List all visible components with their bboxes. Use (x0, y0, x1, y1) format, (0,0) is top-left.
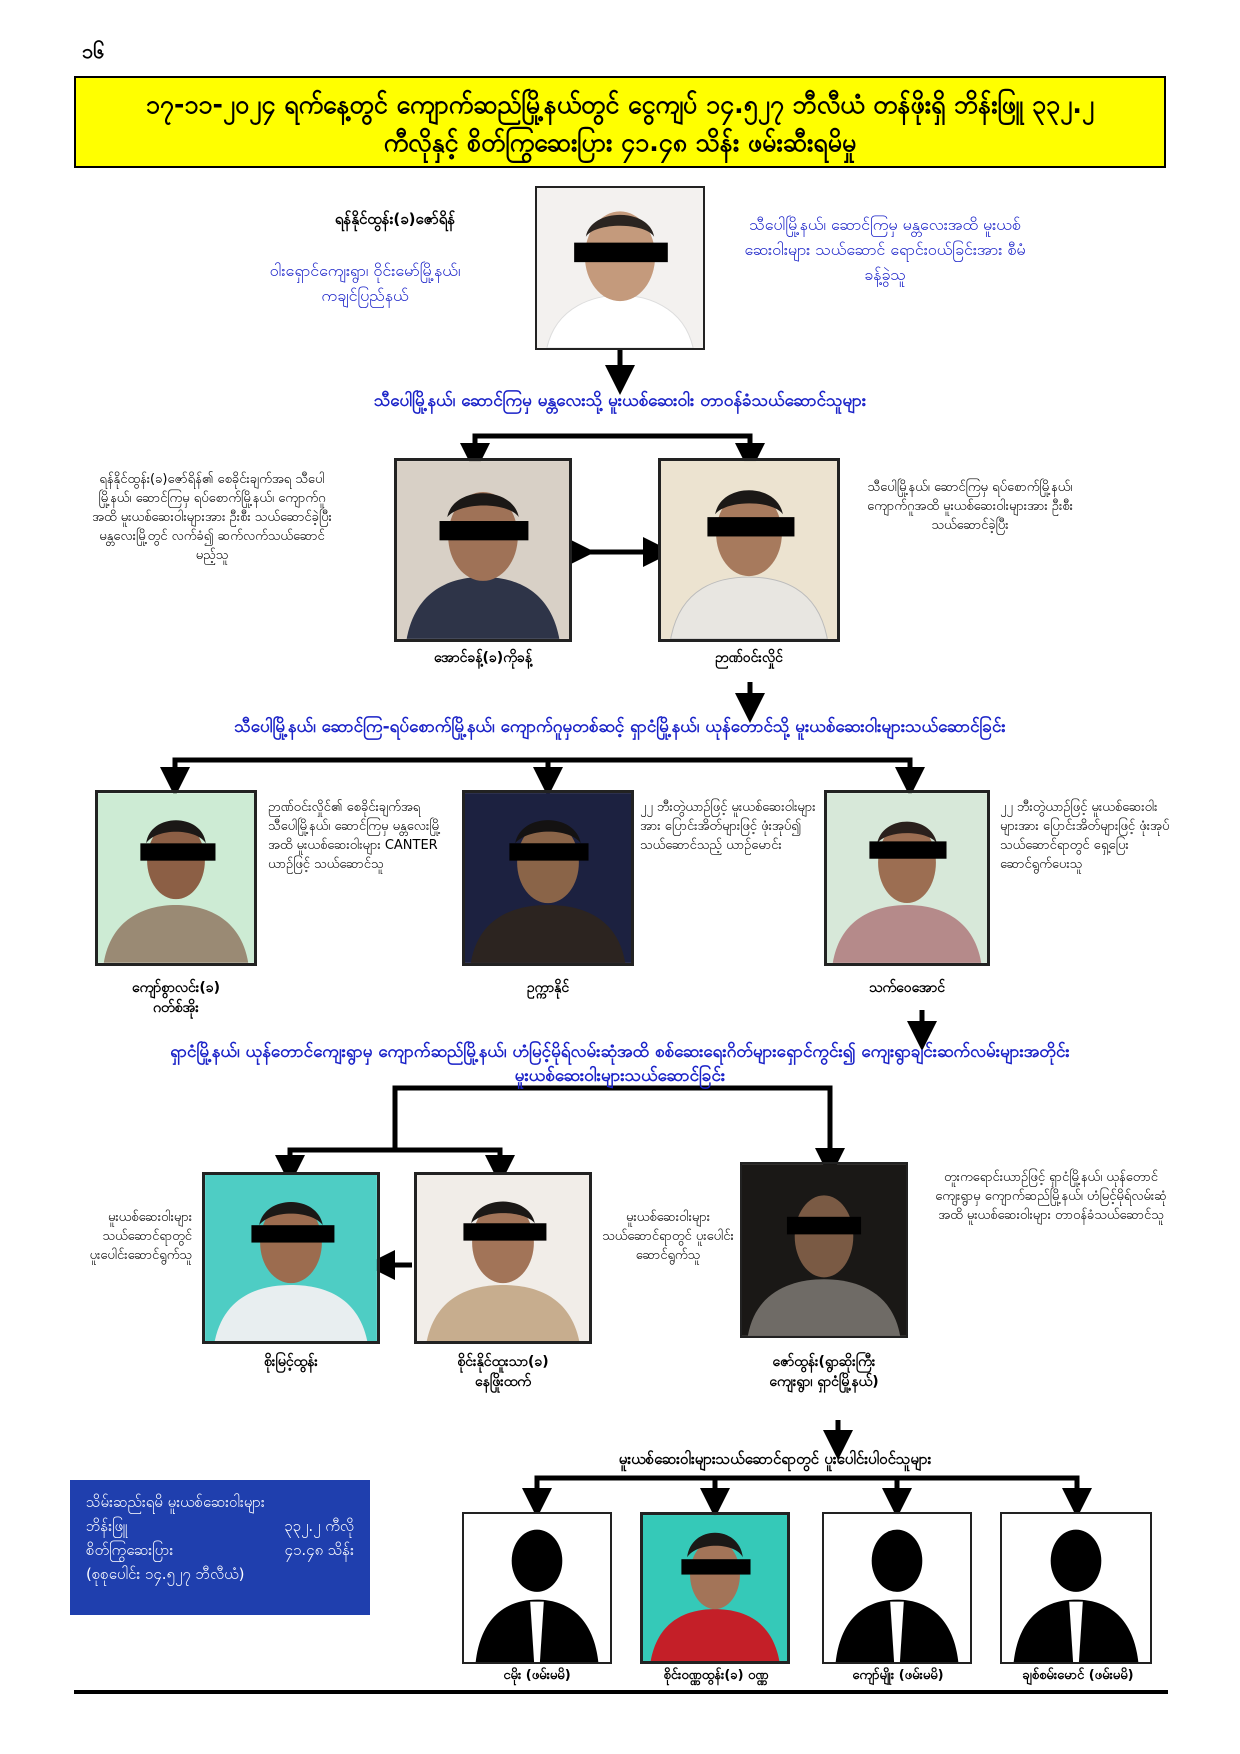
title-line-1: ၁၇-၁၁-၂၀၂၄ ရက်နေ့တွင် ကျောက်ဆည်မြို့နယ်တ… (145, 90, 1095, 119)
tier4-name-2: စိုင်းဝဏ္ဏထွန်း(ခ) ဝဏ္ဏ (663, 1668, 769, 1683)
summary-row2-value: ၄၁.၄၈ သိန်း (284, 1541, 355, 1559)
tier3-note-1: မူးယစ်ဆေးဝါးများ သယ်ဆောင်ရာတွင် ပူးပေါင်… (89, 1210, 192, 1263)
tier3-photo-1 (202, 1172, 380, 1344)
summary-row-heroin: ဘိန်းဖြူ ၃၃၂.၂ ကီလို (86, 1514, 354, 1538)
tier4-photo-2 (640, 1512, 790, 1664)
tier3-name-3-line-2: ကျေးရွာ၊ ရှာငံမြို့နယ်) (769, 1374, 879, 1390)
section-heading-1: သီပေါမြို့နယ်၊ ဆောင်ကြမှ မန္တလေးသို့ မူး… (373, 391, 867, 411)
tier3-photo-3 (740, 1162, 908, 1338)
main-suspect-name: ရန်နိုင်ထွန်း(ခ)ဇော်ရိန် (334, 210, 456, 228)
main-suspect-role: သီပေါမြို့နယ်၊ ဆောင်ကြမှ မန္တလေးအထိ မူးယ… (744, 215, 1026, 284)
summary-row1-value: ၃၃၂.၂ ကီလို (284, 1517, 354, 1535)
tier4-photo-3 (822, 1512, 972, 1664)
tier2-name-1: ကျော်စွာလင်း(ခ) ဂတ်စ်အိုး (95, 978, 257, 1018)
section-heading-3-line-2: မူးယစ်ဆေးဝါးများသယ်ဆောင်ခြင်း (514, 1066, 726, 1086)
section-heading-3-line-1: ရှာငံမြို့နယ်၊ ယုန်တောင်ကျေးရွာမှ ကျောက်… (170, 1042, 1070, 1062)
summary-heading: သိမ်းဆည်းရမိ မူးယစ်ဆေးဝါးများ (86, 1493, 265, 1511)
silhouette-icon (824, 1514, 970, 1662)
tier4-name-3: ကျော်မျိုး (ဖမ်းမမိ) (852, 1668, 944, 1683)
tier1-photo-right (658, 458, 840, 642)
tier4-name-1: ငမိုး (ဖမ်းမမိ) (503, 1668, 571, 1683)
tier2-photo-3 (824, 790, 990, 966)
person-photo-icon (417, 1175, 589, 1341)
silhouette-icon (464, 1514, 610, 1662)
tier2-note-3: ၂၂ ဘီးတွဲယာဉ်ဖြင့် မူးယစ်ဆေးဝါးများအား ပ… (1000, 800, 1170, 872)
tier3-note-3: တူးကရောင်းယာဉ်ဖြင့် ရှာငံမြို့နယ်၊ ယုန်တ… (935, 1170, 1167, 1223)
person-photo-icon (205, 1175, 377, 1341)
bottom-rule (74, 1690, 1168, 1694)
page-number: ၁၆ (82, 39, 105, 63)
tier2-name-3: သက်ဝေအောင် (868, 980, 946, 996)
silhouette-icon (1002, 1514, 1150, 1662)
tier3-name-2: စိုင်းနိုင်ထူးသာ(ခ) နေဖြိုးထက် (414, 1352, 592, 1392)
tier4-photo-4 (1000, 1512, 1152, 1664)
tier4-photo-1 (462, 1512, 612, 1664)
tier4-name-4: ချစ်စမ်းမောင် (ဖမ်းမမိ) (1022, 1668, 1134, 1683)
tier3-note-2: မူးယစ်ဆေးဝါးများ သယ်ဆောင်ရာတွင် ပူးပေါင်… (602, 1210, 734, 1263)
person-photo-icon (537, 188, 703, 348)
title-line-2: ကီလိုနှင့် စိတ်ကြွဆေးပြား ၄၁.၄၈ သိန်း ဖမ… (383, 128, 857, 157)
tier2-name-1-line-1: ကျော်စွာလင်း(ခ) (131, 980, 221, 996)
person-photo-icon (661, 461, 837, 639)
tier3-name-3-line-1: ဇော်ထွန်း(ရွာဆိုးကြီး (772, 1354, 876, 1370)
tier2-photo-1 (95, 790, 257, 966)
section-heading-2: သီပေါမြို့နယ်၊ ဆောင်ကြ-ရပ်စောက်မြို့နယ်၊… (234, 717, 1006, 737)
person-photo-icon (465, 793, 631, 963)
main-suspect-address: ဝါးရှောင်ကျေးရွာ၊ ဝိုင်းမော်မြို့နယ်၊ ကခ… (269, 261, 461, 305)
tier1-note-right: သီပေါမြို့နယ်၊ ဆောင်ကြမှ ရပ်စောက်မြို့နယ… (867, 480, 1073, 533)
tier3-name-2-line-1: စိုင်းနိုင်ထူးသာ(ခ) (457, 1354, 549, 1370)
section-heading-3: ရှာငံမြို့နယ်၊ ယုန်တောင်ကျေးရွာမှ ကျောက်… (74, 1040, 1166, 1088)
tier1-photo-left (394, 458, 572, 642)
tier2-name-2: ဥက္ကာနိုင် (526, 980, 570, 996)
person-photo-icon (742, 1164, 906, 1336)
tier1-name-right: ဉာဏ်ဝင်းလှိုင် (715, 650, 783, 666)
main-suspect-photo (535, 186, 705, 350)
person-photo-icon (397, 461, 569, 639)
person-photo-icon (643, 1515, 787, 1661)
seizure-summary-box: သိမ်းဆည်းရမိ မူးယစ်ဆေးဝါးများ ဘိန်းဖြူ ၃… (70, 1480, 370, 1615)
section-heading-4: မူးယစ်ဆေးဝါးများသယ်ဆောင်ရာတွင် ပူးပေါင်း… (618, 1450, 932, 1468)
tier3-name-2-line-2: နေဖြိုးထက် (475, 1374, 531, 1390)
person-photo-icon (98, 793, 254, 963)
tier3-photo-2 (414, 1172, 592, 1344)
tier3-name-3: ဇော်ထွန်း(ရွာဆိုးကြီး ကျေးရွာ၊ ရှာငံမြို… (724, 1352, 924, 1392)
person-photo-icon (827, 793, 987, 963)
summary-footer: (စုစုပေါင်း ၁၄.၅၂၇ ဘီလီယံ) (86, 1565, 245, 1583)
tier2-photo-2 (462, 790, 634, 966)
tier2-name-1-line-2: ဂတ်စ်အိုး (153, 1000, 199, 1016)
tier3-name-1: စိုးမြင့်ထွန်း (264, 1354, 318, 1370)
summary-row1-label: ဘိန်းဖြူ (86, 1517, 128, 1535)
tier1-name-left: အောင်ခန့်(ခ)ကိုခန့် (433, 650, 533, 666)
page-title: ၁၇-၁၁-၂၀၂၄ ရက်နေ့တွင် ကျောက်ဆည်မြို့နယ်တ… (74, 76, 1166, 168)
tier2-note-1: ဉာဏ်ဝင်းလှိုင်၏ စေခိုင်းချက်အရ သီပေါမြို… (268, 800, 441, 872)
summary-row2-label: စိတ်ကြွဆေးပြား (86, 1541, 174, 1559)
summary-row-stimulants: စိတ်ကြွဆေးပြား ၄၁.၄၈ သိန်း (86, 1538, 354, 1562)
tier2-note-2: ၂၂ ဘီးတွဲယာဉ်ဖြင့် မူးယစ်ဆေးဝါးများအား ပ… (640, 800, 816, 853)
tier1-note-left: ရန်နိုင်ထွန်း(ခ)ဇော်ရိန်၏ စေခိုင်းချက်အရ… (92, 472, 332, 563)
